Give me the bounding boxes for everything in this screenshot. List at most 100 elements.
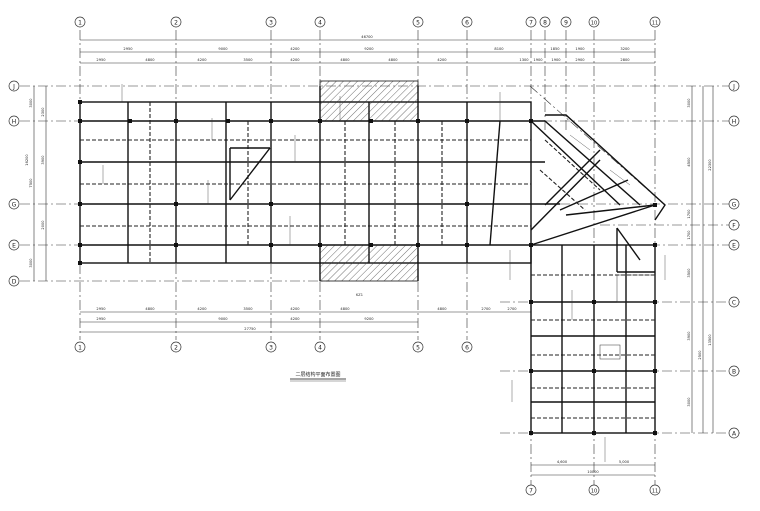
dim-text: 8100 — [494, 47, 504, 51]
dim-text: 1900 — [533, 58, 543, 62]
dim-text: 4800 — [437, 307, 447, 311]
axis-bubble-F-right: F — [728, 219, 740, 231]
dim-text: 2800 — [620, 58, 630, 62]
axis-label: G — [732, 202, 737, 209]
axis-bubble-2-top: 2 — [170, 16, 182, 28]
dim-top-overall: 46700 — [361, 35, 373, 39]
axis-label: 2 — [174, 345, 178, 352]
axis-label: 5 — [416, 345, 420, 352]
south-wing-beams — [530, 244, 656, 434]
axis-label: D — [12, 279, 17, 286]
dim-text: 3000 — [687, 98, 691, 108]
dim-wing-total: 10000 — [587, 470, 599, 474]
dim-left-total: 16200 — [25, 154, 29, 166]
dim-text: 4800 — [340, 307, 350, 311]
dim-text: 2700 — [507, 307, 517, 311]
dim-text: 4800 — [145, 307, 155, 311]
axis-label: J — [12, 84, 15, 91]
dim-text: 2300 — [41, 107, 45, 117]
axis-bubble-A-right: A — [728, 427, 740, 439]
axis-label: 5 — [416, 20, 420, 27]
right-axis-bubbles: J H G F E C B A — [728, 80, 740, 439]
axis-bubble-8-top: 8 — [539, 16, 551, 28]
axis-bubble-J-left: J — [8, 80, 20, 92]
axis-bubble-G-right: G — [728, 198, 740, 210]
axis-label: 1 — [78, 345, 82, 352]
dim-text: 2900 — [575, 58, 585, 62]
dim-text: 4200 — [197, 58, 207, 62]
axis-label: 10 — [591, 21, 597, 27]
dim-text: 9000 — [218, 47, 228, 51]
axis-label: 6 — [465, 345, 469, 352]
axis-label: 1 — [78, 20, 82, 27]
dim-text: 9200 — [364, 317, 374, 321]
axis-bubble-11-wing: 11 — [649, 484, 661, 496]
axis-bubble-9-top: 9 — [560, 16, 572, 28]
dim-text: 4800 — [340, 58, 350, 62]
axis-bubble-1-bottom: 1 — [74, 341, 86, 353]
axis-label: 4 — [318, 345, 322, 352]
axis-bubble-1-top: 1 — [74, 16, 86, 28]
axis-label: F — [732, 223, 736, 230]
axis-label: 7 — [529, 20, 533, 27]
dim-text: 3900 — [41, 155, 45, 165]
axis-label: 8 — [543, 20, 547, 27]
dim-text: 4,600 — [557, 460, 568, 464]
dim-bottom-overall: 27750 — [244, 327, 256, 331]
axis-label: E — [12, 243, 16, 250]
axis-label: 3 — [269, 345, 273, 352]
dim-text: 3000 — [29, 98, 33, 108]
dim-text: 5,000 — [619, 460, 630, 464]
axis-bubble-J-right: J — [728, 80, 740, 92]
axis-label: 3 — [269, 20, 273, 27]
axis-label: 11 — [652, 21, 658, 27]
axis-bubble-C-right: C — [728, 296, 740, 308]
axis-label: 11 — [652, 489, 658, 495]
axis-label: 2 — [174, 20, 178, 27]
hatched-core-areas — [319, 80, 419, 282]
axis-label: E — [732, 243, 736, 250]
dim-text: 4500 — [687, 157, 691, 167]
dim-text: 3200 — [620, 47, 630, 51]
axis-bubble-6-top: 6 — [461, 16, 473, 28]
column-tag: KZ1 — [356, 293, 363, 297]
axis-label: J — [732, 84, 735, 91]
right-dimension-texts: 3000 4500 1700 1700 3500 3900 3000 2500 … — [687, 98, 712, 407]
axis-bubble-E-left: E — [8, 239, 20, 251]
axis-label: H — [732, 119, 737, 126]
dim-text: 2950 — [96, 307, 106, 311]
axis-bubble-G-left: G — [8, 198, 20, 210]
axis-label: 6 — [465, 20, 469, 27]
dim-text: 9200 — [364, 47, 374, 51]
dimension-texts: 46700 2950 9000 4200 9200 8100 1850 1900… — [96, 35, 630, 474]
top-axis-bubbles: 1 2 3 4 5 6 7 8 9 10 11 — [74, 16, 661, 28]
axis-label: 9 — [564, 20, 568, 27]
axis-bubble-7-top: 7 — [525, 16, 537, 28]
dim-text: 2700 — [481, 307, 491, 311]
dim-text: 1900 — [551, 58, 561, 62]
dim-text: 7500 — [29, 178, 33, 188]
dim-text: 4200 — [290, 317, 300, 321]
beam-annotations — [102, 84, 666, 462]
dim-text: 2950 — [96, 317, 106, 321]
dim-text: 1700 — [687, 230, 691, 240]
axis-label: H — [12, 119, 17, 126]
dim-text: 4800 — [388, 58, 398, 62]
dim-text: 2950 — [123, 47, 133, 51]
axis-label: A — [732, 431, 737, 438]
axis-label: B — [732, 369, 736, 376]
axis-bubble-5-top: 5 — [412, 16, 424, 28]
dim-text: 4200 — [290, 58, 300, 62]
axis-bubble-3-top: 3 — [265, 16, 277, 28]
dim-text: 3500 — [243, 58, 253, 62]
dim-text: 4200 — [290, 307, 300, 311]
axis-bubble-4-top: 4 — [314, 16, 326, 28]
axis-bubble-3-bottom: 3 — [265, 341, 277, 353]
dim-text: 4800 — [145, 58, 155, 62]
dim-right-total: 22300 — [708, 159, 712, 171]
dim-text: 3000 — [29, 258, 33, 268]
left-dimension-texts: 3000 2300 3900 7500 2000 3000 16200 — [25, 98, 45, 268]
dim-text: 4200 — [290, 47, 300, 51]
axis-bubble-5-bottom: 5 — [412, 341, 424, 353]
